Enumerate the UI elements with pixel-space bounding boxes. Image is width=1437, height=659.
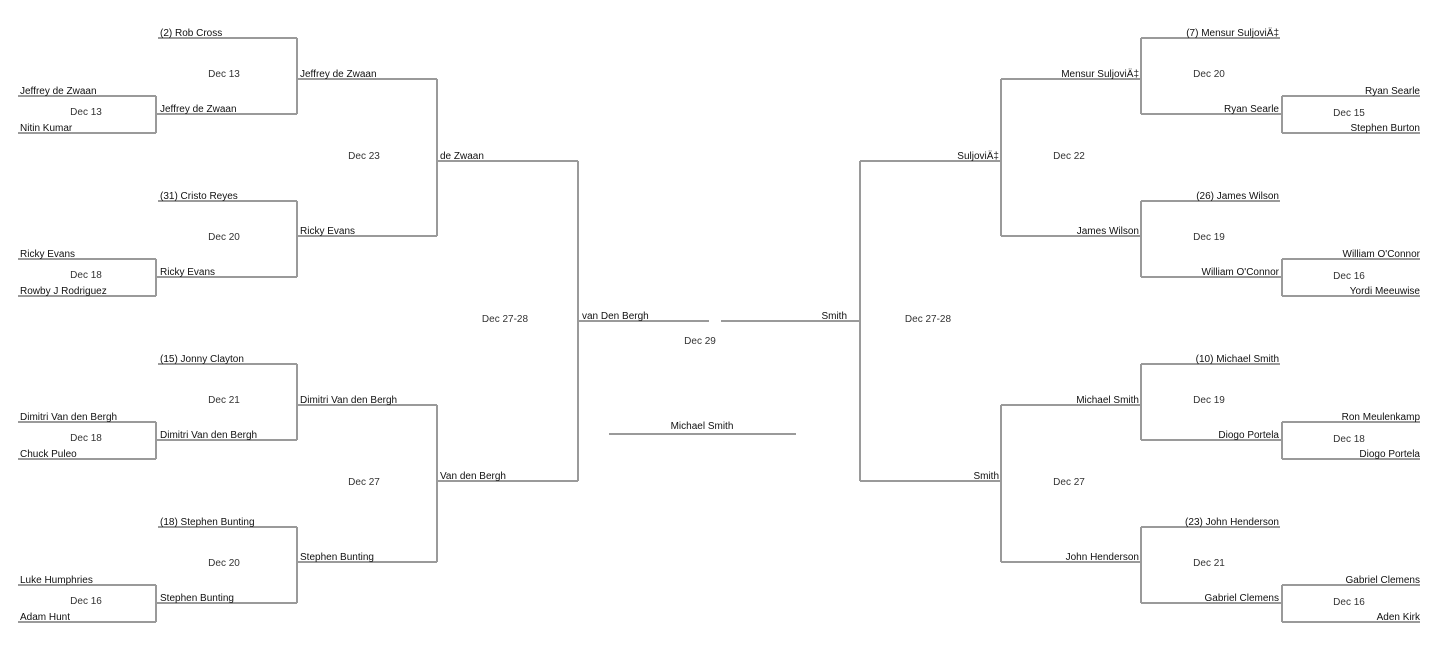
- seeded-player: (31) Cristo Reyes: [160, 191, 238, 202]
- player-name: Jeffrey de Zwaan: [300, 69, 377, 80]
- finalist-name: Smith: [821, 311, 847, 322]
- player-name: William O'Connor: [1202, 267, 1280, 278]
- champion-name: Michael Smith: [671, 421, 734, 432]
- match-date: Dec 19: [1193, 395, 1225, 406]
- player-name: Van den Bergh: [440, 471, 506, 482]
- match-date: Dec 20: [208, 558, 240, 569]
- match-date: Dec 20: [1193, 69, 1225, 80]
- final-date: Dec 29: [684, 336, 716, 347]
- player-name: Stephen Burton: [1351, 123, 1421, 134]
- match-date: Dec 27: [1053, 477, 1085, 488]
- player-name: Chuck Puleo: [20, 449, 77, 460]
- player-name: Dimitri Van den Bergh: [160, 430, 257, 441]
- left-bracket-labels: Jeffrey de Zwaan Nitin Kumar Dec 13 Rick…: [20, 28, 649, 623]
- match-date: Dec 21: [208, 395, 240, 406]
- match-date: Dec 16: [1333, 597, 1365, 608]
- match-date: Dec 18: [70, 270, 102, 281]
- player-name: Stephen Bunting: [160, 593, 234, 604]
- player-name: Smith: [973, 471, 999, 482]
- match-date: Dec 18: [1333, 434, 1365, 445]
- seeded-player: (18) Stephen Bunting: [160, 517, 255, 528]
- player-name: Jeffrey de Zwaan: [20, 86, 97, 97]
- player-name: Diogo Portela: [1359, 449, 1420, 460]
- match-date: Dec 21: [1193, 558, 1225, 569]
- player-name: Ricky Evans: [20, 249, 75, 260]
- match-date: Dec 15: [1333, 108, 1365, 119]
- player-name: de Zwaan: [440, 151, 484, 162]
- match-date: Dec 27-28: [482, 314, 529, 325]
- seeded-player: (26) James Wilson: [1196, 191, 1279, 202]
- player-name: Jeffrey de Zwaan: [160, 104, 237, 115]
- match-date: Dec 19: [1193, 232, 1225, 243]
- match-date: Dec 16: [1333, 271, 1365, 282]
- right-bracket-labels: Ryan Searle Stephen Burton Dec 15 Willia…: [821, 27, 1421, 623]
- seeded-player: (7) Mensur SuljoviÄ‡: [1186, 27, 1279, 39]
- player-name: Dimitri Van den Bergh: [20, 412, 117, 423]
- player-name: Ron Meulenkamp: [1342, 412, 1421, 423]
- player-name: Ricky Evans: [300, 226, 355, 237]
- player-name: Adam Hunt: [20, 612, 70, 623]
- match-date: Dec 18: [70, 433, 102, 444]
- seeded-player: (15) Jonny Clayton: [160, 354, 244, 365]
- player-name: Stephen Bunting: [300, 552, 374, 563]
- player-name: Rowby J Rodriguez: [20, 286, 107, 297]
- left-bracket-lines: [18, 37, 709, 623]
- match-date: Dec 20: [208, 232, 240, 243]
- player-name: Gabriel Clemens: [1205, 593, 1279, 604]
- match-date: Dec 27-28: [905, 314, 952, 325]
- match-date: Dec 13: [70, 107, 102, 118]
- player-name: Ryan Searle: [1224, 104, 1279, 115]
- player-name: James Wilson: [1077, 226, 1139, 237]
- player-name: Ricky Evans: [160, 267, 215, 278]
- player-name: Aden Kirk: [1377, 612, 1421, 623]
- finalist-name: van Den Bergh: [582, 311, 649, 322]
- match-date: Dec 13: [208, 69, 240, 80]
- player-name: Michael Smith: [1076, 395, 1139, 406]
- player-name: Ryan Searle: [1365, 86, 1420, 97]
- match-date: Dec 23: [348, 151, 380, 162]
- seeded-player: (2) Rob Cross: [160, 28, 222, 39]
- player-name: John Henderson: [1066, 552, 1139, 563]
- seeded-player: (23) John Henderson: [1185, 517, 1279, 528]
- player-name: Gabriel Clemens: [1346, 575, 1420, 586]
- seeded-player: (10) Michael Smith: [1196, 354, 1279, 365]
- right-bracket-lines: [721, 37, 1420, 623]
- player-name: Mensur SuljoviÄ‡: [1061, 68, 1139, 80]
- player-name: Yordi Meeuwise: [1350, 286, 1421, 297]
- player-name: Luke Humphries: [20, 575, 93, 586]
- player-name: Nitin Kumar: [20, 123, 73, 134]
- player-name: William O'Connor: [1343, 249, 1421, 260]
- player-name: SuljoviÄ‡: [957, 150, 999, 162]
- match-date: Dec 27: [348, 477, 380, 488]
- match-date: Dec 16: [70, 596, 102, 607]
- player-name: Dimitri Van den Bergh: [300, 395, 397, 406]
- player-name: Diogo Portela: [1218, 430, 1279, 441]
- match-date: Dec 22: [1053, 151, 1085, 162]
